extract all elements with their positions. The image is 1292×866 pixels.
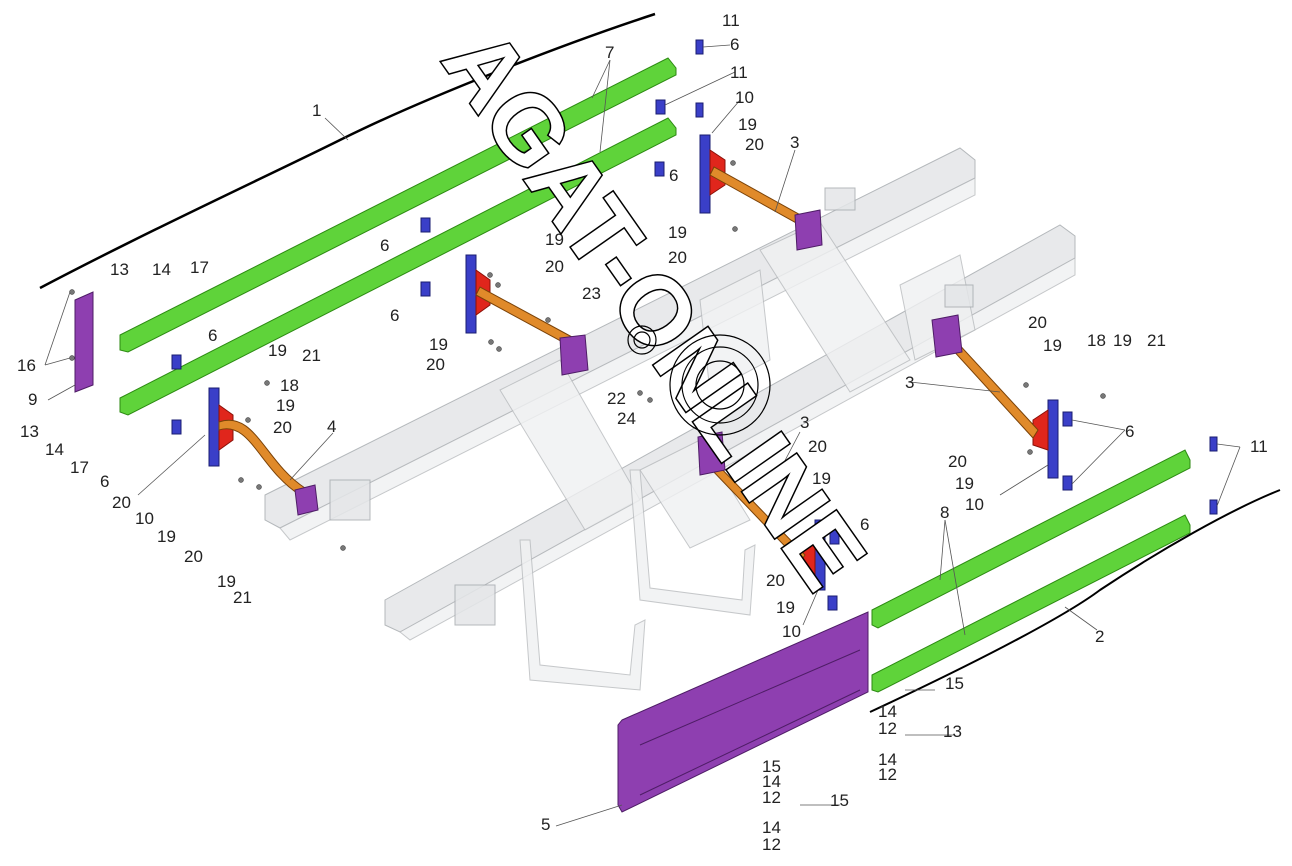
brackets: [208, 134, 1059, 591]
callout-20: 20: [766, 571, 785, 590]
callout-6: 6: [860, 515, 869, 534]
callout-14: 14: [762, 818, 781, 837]
callout-14: 14: [762, 772, 781, 791]
callout-6: 6: [380, 236, 389, 255]
rail-upper-left-1: [119, 57, 677, 353]
callout-21: 21: [1147, 331, 1166, 350]
callout-10: 10: [735, 88, 754, 107]
callout-17: 17: [70, 458, 89, 477]
callout-22: 22: [607, 389, 626, 408]
body-outline-2: [869, 489, 1281, 713]
callout-9: 9: [28, 390, 37, 409]
callout-19: 19: [1113, 331, 1132, 350]
callout-19: 19: [668, 223, 687, 242]
callout-7: 7: [605, 43, 614, 62]
callout-20: 20: [668, 248, 687, 267]
callout-14: 14: [878, 750, 897, 769]
mud-flap-plate-5: [617, 611, 869, 813]
callout-3: 3: [905, 373, 914, 392]
callout-14: 14: [45, 440, 64, 459]
rail-upper-left-2: [119, 117, 677, 416]
callout-16: 16: [17, 356, 36, 375]
callout-24: 24: [617, 409, 636, 428]
callout-19: 19: [955, 474, 974, 493]
callout-19: 19: [157, 527, 176, 546]
callout-19: 19: [812, 469, 831, 488]
callout-20: 20: [1028, 313, 1047, 332]
callout-17: 17: [190, 258, 209, 277]
chassis-frame: [264, 147, 1076, 691]
rail-lower-right-2: [871, 514, 1191, 693]
callout-20: 20: [112, 493, 131, 512]
callout-6: 6: [1125, 422, 1134, 441]
fasteners: [69, 160, 1106, 551]
callout-2: 2: [1095, 627, 1104, 646]
callout-19: 19: [776, 598, 795, 617]
callout-20: 20: [184, 547, 203, 566]
callout-20: 20: [426, 355, 445, 374]
callout-13: 13: [110, 260, 129, 279]
callout-20: 20: [273, 418, 292, 437]
body-outline-1: [39, 12, 656, 290]
callout-15: 15: [762, 757, 781, 776]
callout-3: 3: [800, 413, 809, 432]
callout-11: 11: [722, 11, 740, 30]
callout-20: 20: [808, 437, 827, 456]
callout-6: 6: [730, 35, 739, 54]
callout-6: 6: [669, 166, 678, 185]
callout-15: 15: [945, 674, 964, 693]
callout-19: 19: [276, 396, 295, 415]
callout-12: 12: [878, 719, 897, 738]
callout-20: 20: [948, 452, 967, 471]
callout-3: 3: [790, 133, 799, 152]
callout-21: 21: [302, 346, 321, 365]
watermark-rings: [627, 325, 771, 436]
callout-14: 14: [878, 702, 897, 721]
callout-12: 12: [878, 765, 897, 784]
side-rails: [119, 57, 1191, 693]
callouts: 1 2 3 3 3 4 5 6 6 6 6 6 6 6 6 6 6 7 8 9 …: [17, 11, 1268, 854]
callout-5: 5: [541, 815, 550, 834]
callout-11: 11: [730, 63, 748, 82]
callout-20: 20: [745, 135, 764, 154]
callout-10: 10: [965, 495, 984, 514]
small-pads: [171, 39, 1218, 611]
callout-8: 8: [940, 503, 949, 522]
callout-19: 19: [1043, 336, 1062, 355]
callout-21: 21: [233, 588, 252, 607]
callout-19: 19: [738, 115, 757, 134]
callout-19: 19: [268, 341, 287, 360]
callout-13: 13: [20, 422, 39, 441]
callout-10: 10: [782, 622, 801, 641]
purple-plates: [74, 291, 869, 813]
callout-10: 10: [135, 509, 154, 528]
end-plate-9: [74, 291, 94, 393]
callout-13: 13: [943, 722, 962, 741]
callout-18: 18: [280, 376, 299, 395]
callout-19: 19: [429, 335, 448, 354]
callout-6: 6: [100, 472, 109, 491]
callout-4: 4: [327, 417, 336, 436]
callout-12: 12: [762, 788, 781, 807]
callout-23: 23: [582, 284, 601, 303]
callout-18: 18: [1087, 331, 1106, 350]
callout-19: 19: [545, 230, 564, 249]
callout-15: 15: [830, 791, 849, 810]
callout-12: 12: [762, 835, 781, 854]
callout-20: 20: [545, 257, 564, 276]
callout-14: 14: [152, 260, 171, 279]
rail-lower-right-1: [871, 449, 1191, 629]
callout-6: 6: [208, 326, 217, 345]
callout-6: 6: [390, 306, 399, 325]
leader-lines: [44, 44, 1241, 827]
callout-1: 1: [312, 101, 321, 120]
callout-19: 19: [217, 572, 236, 591]
callout-11: 11: [1250, 437, 1268, 456]
